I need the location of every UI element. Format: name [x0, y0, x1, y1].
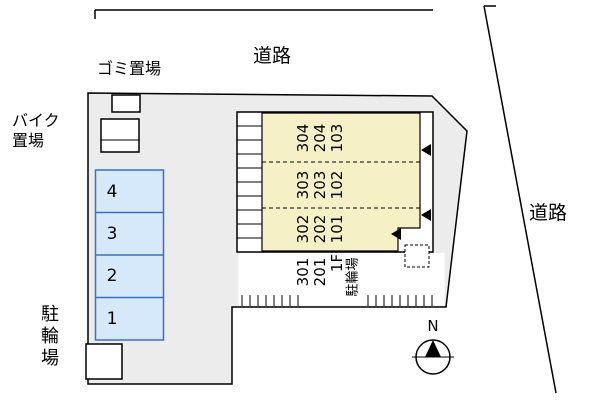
bike-rack-ticks-right — [367, 295, 433, 306]
unit-1f-label: 1F — [328, 254, 346, 272]
unit-301: 301 — [294, 258, 312, 287]
building-units-area — [261, 112, 421, 252]
unit-202: 202 — [311, 215, 329, 244]
unit-204: 204 — [311, 124, 329, 153]
unit-102: 102 — [328, 171, 346, 200]
unit-partition-dashed-lines — [262, 161, 420, 209]
garbage-area-label: ゴミ置場 — [97, 59, 161, 78]
unit-303: 303 — [294, 171, 312, 200]
bike-storage-label-line2: 置場 — [12, 131, 44, 150]
building-bike-area-label: 駐輪場 — [345, 257, 361, 296]
parking-stall-4: 4 — [107, 182, 118, 202]
unit-203: 203 — [311, 171, 329, 200]
unit-103: 103 — [328, 124, 346, 153]
garbage-box — [111, 94, 141, 113]
entrance-arrow-icon-top — [421, 144, 431, 156]
bicycle-parking-box — [85, 343, 123, 380]
entrance-arrow-icon-bottom — [391, 228, 401, 240]
unit-304: 304 — [294, 124, 312, 153]
entrance-arrow-icon-middle — [421, 209, 431, 221]
road-top-label: 道路 — [253, 45, 291, 67]
stair-dashed-box — [404, 244, 430, 268]
unit-101: 101 — [328, 215, 346, 244]
parking-stall-3: 3 — [107, 224, 118, 244]
unit-302: 302 — [294, 215, 312, 244]
road-edge-top-line — [94, 9, 433, 19]
bike-storage-box — [100, 118, 140, 153]
road-right-label: 道路 — [529, 202, 567, 224]
parking-stall-2: 2 — [107, 266, 118, 286]
bicycle-parking-label-char2: 輪 — [41, 326, 59, 347]
parking-stall-1: 1 — [107, 309, 118, 329]
bicycle-parking-label-char1: 駐 — [41, 304, 59, 325]
parking-stall-dividers — [95, 211, 164, 299]
road-edge-right-line — [483, 5, 557, 394]
compass-needle-icon — [425, 340, 441, 357]
unit-201: 201 — [311, 258, 329, 287]
compass-north-label: N — [427, 317, 438, 335]
bicycle-parking-label-char3: 場 — [41, 348, 59, 369]
bike-storage-label-line1: バイク — [12, 111, 60, 130]
bike-rack-ticks-left — [241, 295, 299, 306]
